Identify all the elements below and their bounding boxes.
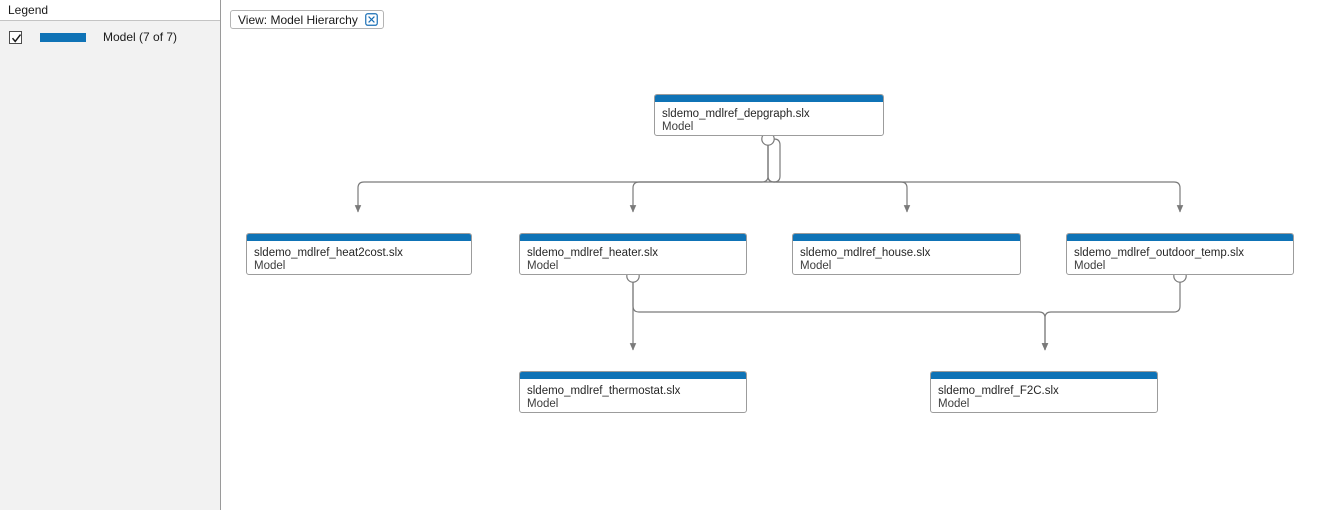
- node-header-bar: [1067, 234, 1293, 241]
- node-title: sldemo_mdlref_house.slx: [800, 247, 931, 259]
- edge-heater-f2c: [632, 276, 1049, 351]
- node-subtitle: Model: [662, 121, 694, 133]
- node-header-bar: [247, 234, 471, 241]
- node-text-block: sldemo_mdlref_depgraph.slx Model: [655, 102, 883, 134]
- graph-node-heat2cost[interactable]: sldemo_mdlref_heat2cost.slx Model: [246, 233, 472, 275]
- graph-node-depgraph[interactable]: sldemo_mdlref_depgraph.slx Model: [654, 94, 884, 136]
- node-subtitle: Model: [1074, 260, 1106, 272]
- legend-item-model[interactable]: Model (7 of 7): [0, 28, 220, 46]
- node-header-bar: [931, 372, 1157, 379]
- node-text-block: sldemo_mdlref_heat2cost.slx Model: [247, 241, 471, 273]
- node-subtitle: Model: [938, 398, 970, 410]
- node-header-bar: [793, 234, 1020, 241]
- view-filter-chip[interactable]: View: Model Hierarchy: [230, 10, 384, 29]
- checkmark-icon: [11, 33, 22, 43]
- edge-depgraph-house: [767, 139, 911, 213]
- legend-color-swatch-model: [40, 32, 86, 42]
- edge-depgraph-outdoor-temp: [767, 139, 1184, 213]
- node-text-block: sldemo_mdlref_outdoor_temp.slx Model: [1067, 241, 1293, 273]
- node-header-bar: [520, 234, 746, 241]
- graph-node-heater[interactable]: sldemo_mdlref_heater.slx Model: [519, 233, 747, 275]
- legend-title: Legend: [8, 3, 49, 17]
- legend-checkbox-model[interactable]: [9, 30, 22, 44]
- node-text-block: sldemo_mdlref_F2C.slx Model: [931, 379, 1157, 411]
- legend-header: Legend: [0, 0, 220, 21]
- graph-node-house[interactable]: sldemo_mdlref_house.slx Model: [792, 233, 1021, 275]
- node-header-bar: [520, 372, 746, 379]
- close-circle-icon[interactable]: [364, 13, 378, 26]
- legend-label-model: Model (7 of 7): [103, 30, 178, 44]
- view-filter-chip-label: View: Model Hierarchy: [238, 12, 358, 27]
- node-title: sldemo_mdlref_depgraph.slx: [662, 108, 810, 120]
- graph-node-f2c[interactable]: sldemo_mdlref_F2C.slx Model: [930, 371, 1158, 413]
- legend-body: Model (7 of 7): [0, 21, 220, 510]
- graph-node-thermostat[interactable]: sldemo_mdlref_thermostat.slx Model: [519, 371, 747, 413]
- node-header-bar: [655, 95, 883, 102]
- legend-panel: Legend Model (7 of 7): [0, 0, 221, 510]
- node-subtitle: Model: [800, 260, 832, 272]
- node-subtitle: Model: [527, 260, 559, 272]
- edge-outdoor-temp-f2c: [1041, 276, 1181, 351]
- node-text-block: sldemo_mdlref_house.slx Model: [793, 241, 1020, 273]
- node-text-block: sldemo_mdlref_thermostat.slx Model: [520, 379, 746, 411]
- node-title: sldemo_mdlref_heat2cost.slx: [254, 247, 403, 259]
- edge-depgraph-heat2cost: [354, 138, 781, 213]
- node-title: sldemo_mdlref_outdoor_temp.slx: [1074, 247, 1245, 259]
- node-text-block: sldemo_mdlref_heater.slx Model: [520, 241, 746, 273]
- graph-canvas[interactable]: View: Model Hierarchy: [221, 0, 1320, 510]
- node-subtitle: Model: [254, 260, 286, 272]
- edge-depgraph-heater: [629, 139, 769, 213]
- node-subtitle: Model: [527, 398, 559, 410]
- graph-node-outdoor-temp[interactable]: sldemo_mdlref_outdoor_temp.slx Model: [1066, 233, 1294, 275]
- node-title: sldemo_mdlref_thermostat.slx: [527, 385, 681, 397]
- node-title: sldemo_mdlref_F2C.slx: [938, 385, 1059, 397]
- node-title: sldemo_mdlref_heater.slx: [527, 247, 659, 259]
